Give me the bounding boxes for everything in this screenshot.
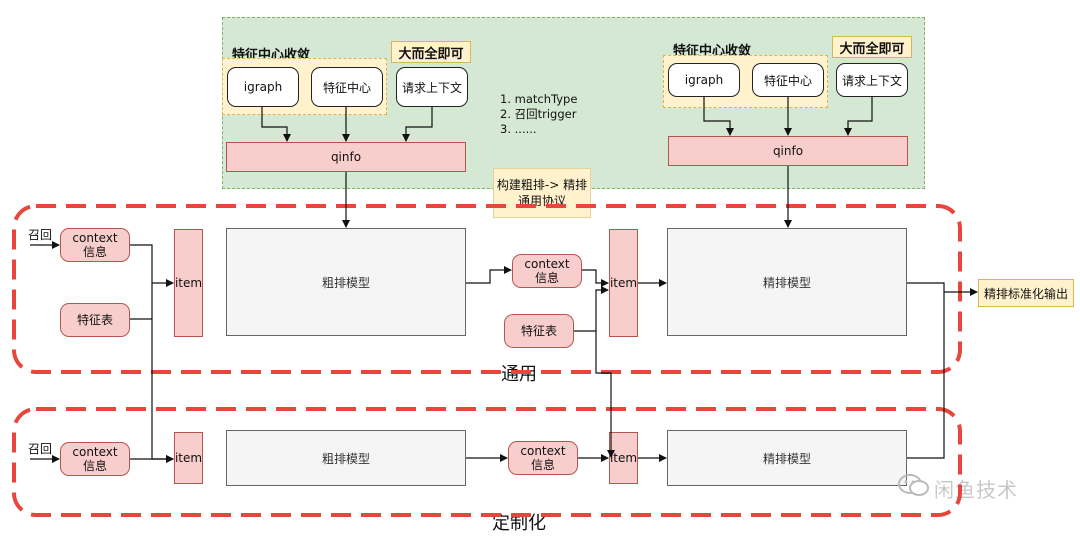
general-context-info-node: context 信息: [60, 228, 130, 262]
wire-feature-custom-item: [151, 319, 174, 463]
wire-right-igraph-qinfo: [703, 97, 734, 136]
right-igraph-node: igraph: [668, 63, 740, 97]
custom-coarse-model: 粗排模型: [226, 430, 466, 486]
watermark-text: 闲鱼技术: [934, 478, 1018, 502]
wire-midcontext-item: [582, 269, 609, 287]
general-section-label: 通用: [501, 364, 537, 385]
right-big-and-complete-note: 大而全即可: [832, 36, 912, 58]
wechat-logo-icon: [897, 472, 931, 498]
custom-coarse-item-node: item: [174, 432, 203, 484]
wire-midfeature-custom-item: [595, 331, 615, 458]
wire-fine-output: [907, 282, 978, 296]
right-request-context-node: 请求上下文: [836, 63, 908, 97]
wire-midfeature-item: [574, 286, 609, 332]
left-request-context-node: 请求上下文: [396, 67, 468, 107]
wire-custom-fine-output: [907, 292, 945, 459]
custom-group-border: [12, 407, 962, 517]
general-feature-table-node: 特征表: [60, 303, 130, 337]
protocol-note: 构建粗排-> 精排 通用协议: [493, 168, 591, 218]
left-igraph-node: igraph: [227, 67, 299, 107]
general-fine-model: 精排模型: [667, 228, 907, 336]
custom-context-info-node: context 信息: [60, 442, 130, 476]
wire-coarse-midcontext: [466, 266, 512, 284]
general-mid-feature-table-node: 特征表: [504, 314, 574, 348]
left-big-and-complete-note: 大而全即可: [391, 41, 471, 63]
wire-feature-item: [130, 283, 153, 320]
general-recall-label: 召回: [28, 228, 53, 242]
left-qinfo-node: qinfo: [226, 142, 466, 172]
custom-fine-model: 精排模型: [667, 430, 907, 486]
wire-left-igraph-qinfo: [261, 107, 291, 142]
general-fine-item-node: item: [609, 229, 638, 337]
custom-recall-label: 召回: [28, 442, 53, 456]
general-coarse-model: 粗排模型: [226, 228, 466, 336]
general-group-border: [12, 204, 962, 374]
custom-section-label: 定制化: [492, 513, 546, 534]
wire-context-item: [130, 244, 174, 287]
match-notes: 1. matchType 2. 召回trigger 3. ......: [500, 92, 578, 136]
fine-standard-output: 精排标准化输出: [978, 279, 1074, 307]
wire-left-request-qinfo: [402, 107, 433, 142]
general-coarse-item-node: item: [174, 229, 203, 337]
custom-fine-item-node: item: [609, 432, 638, 484]
left-feature-center-node: 特征中心: [311, 67, 383, 107]
custom-mid-context-info-node: context 信息: [508, 441, 578, 475]
right-feature-center-node: 特征中心: [752, 63, 824, 97]
general-mid-context-info-node: context 信息: [512, 254, 582, 288]
wire-right-request-qinfo: [844, 97, 873, 136]
right-qinfo-node: qinfo: [668, 136, 908, 166]
